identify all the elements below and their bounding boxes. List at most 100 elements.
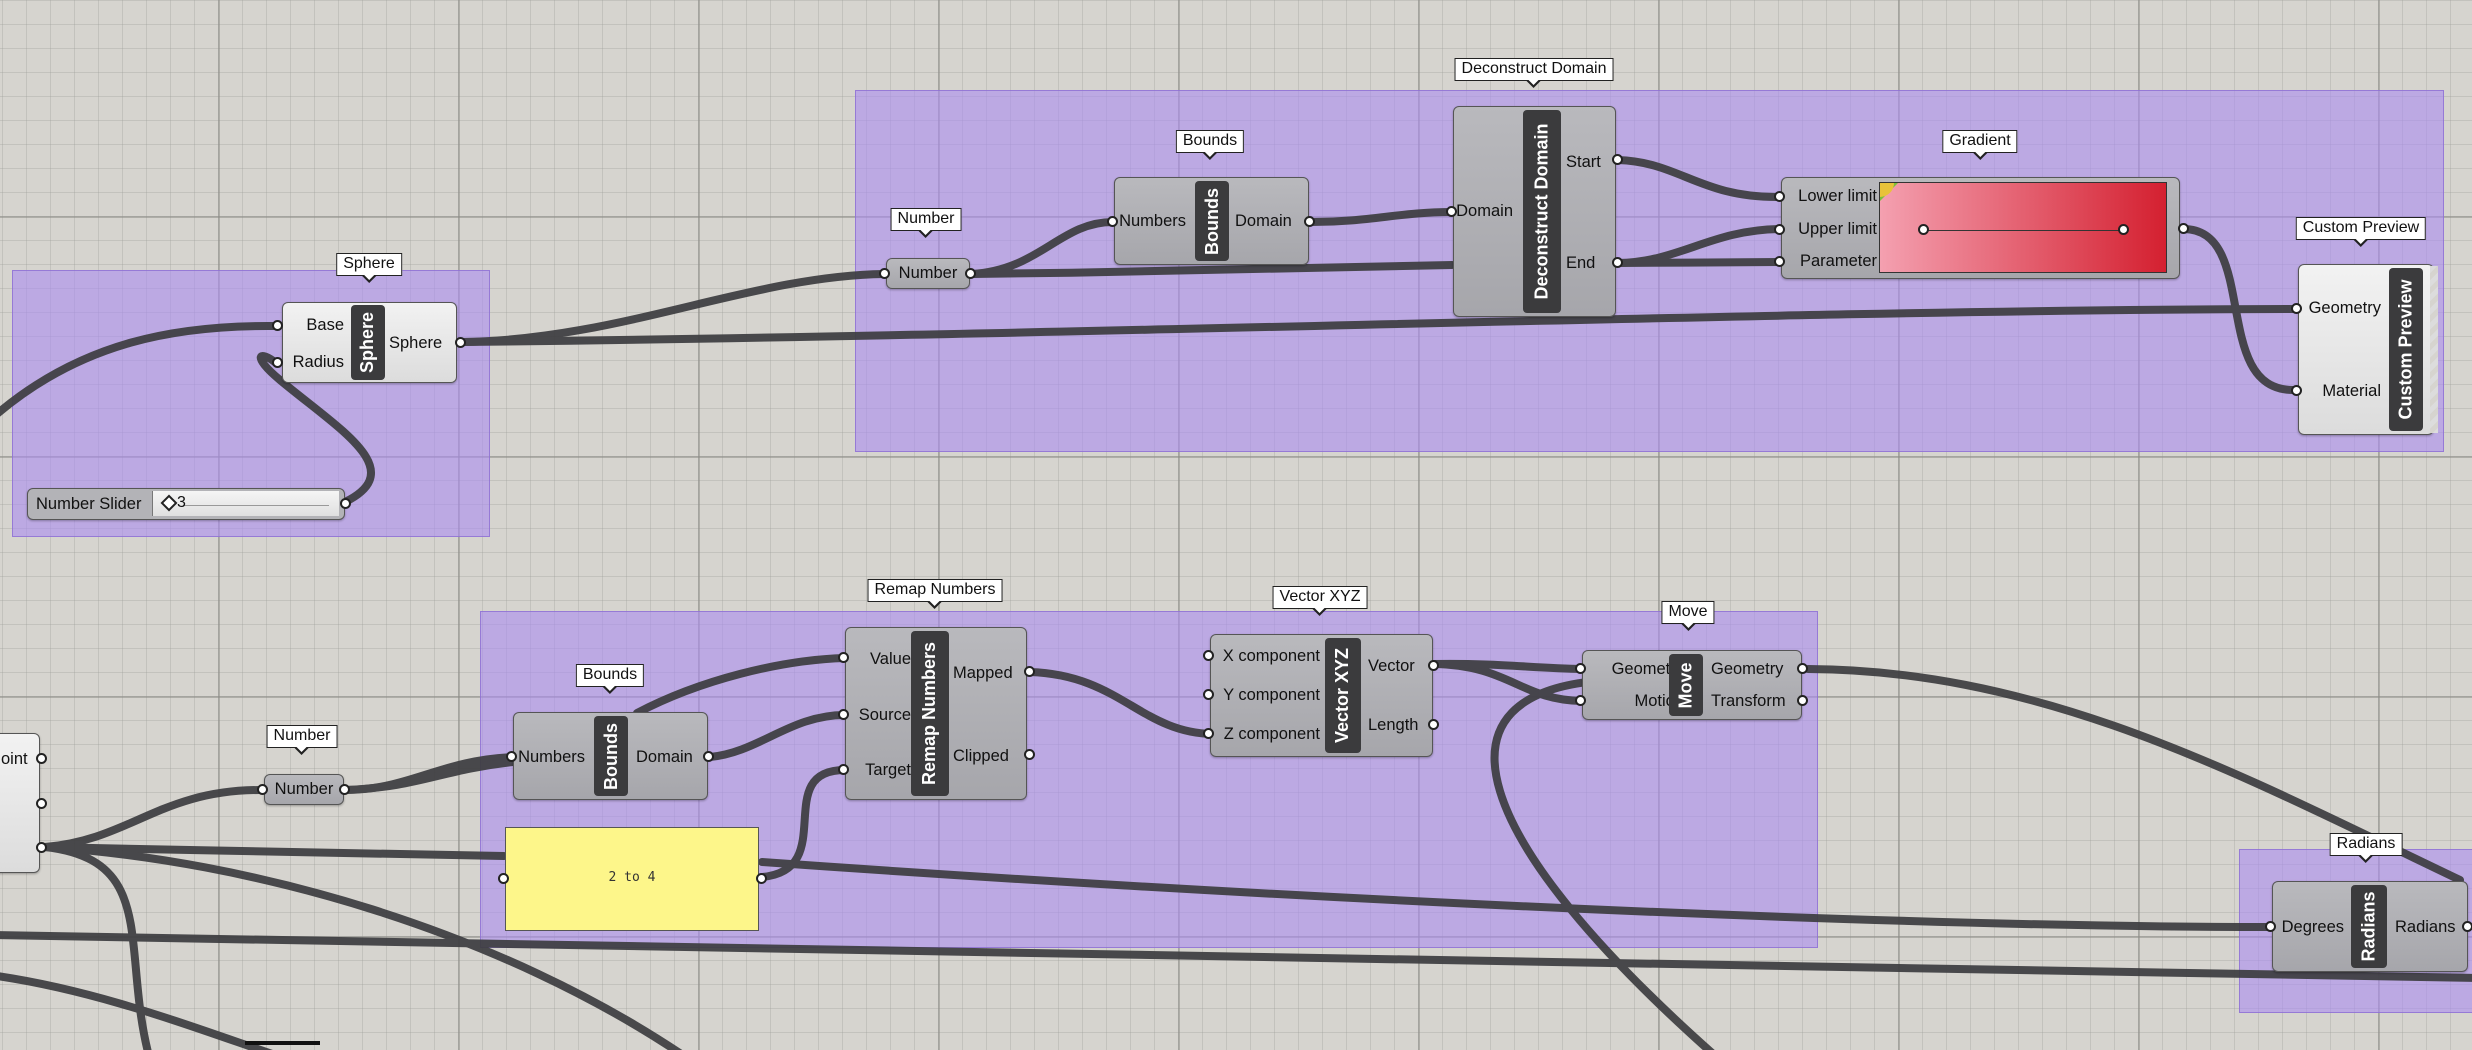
bounds-top-out-grip[interactable] (1304, 216, 1315, 227)
wire-mapped-z (1026, 668, 1216, 738)
move-component[interactable]: Geometry Motion Move Geometry Transform (1582, 650, 1802, 720)
bounds-top-in-grip[interactable] (1107, 216, 1118, 227)
panel-in-grip[interactable] (498, 873, 509, 884)
preview-material-grip[interactable] (2291, 385, 2302, 396)
vector-length-grip[interactable] (1428, 719, 1439, 730)
remap-input-source[interactable]: Source (858, 706, 911, 724)
gradient-lower-grip[interactable] (1774, 191, 1785, 202)
number-top-out-grip[interactable] (965, 268, 976, 279)
remap-value-grip[interactable] (838, 652, 849, 663)
sphere-output[interactable]: Sphere (389, 334, 443, 352)
point-component-partial[interactable]: oint (0, 733, 40, 873)
radians-out-grip[interactable] (2462, 921, 2472, 932)
move-output-geometry[interactable]: Geometry (1711, 660, 1784, 678)
gradient-input-param[interactable]: Parameter (1799, 252, 1877, 270)
panel-component[interactable]: 2 to 4 (505, 827, 759, 931)
wire-number-bounds2b (341, 758, 517, 794)
radians-component[interactable]: Degrees Radians Radians (2272, 881, 2468, 972)
bounds-bottom-in-grip[interactable] (506, 751, 517, 762)
gradient-stop-right[interactable] (2118, 224, 2129, 235)
sphere-input-radius[interactable]: Radius (292, 353, 344, 371)
preview-input-material[interactable]: Material (2322, 382, 2381, 400)
vector-input-x[interactable]: X component (1222, 647, 1320, 665)
panel-text[interactable]: 2 to 4 (608, 870, 656, 885)
gradient-out-grip[interactable] (2178, 223, 2189, 234)
decon-in-grip[interactable] (1446, 206, 1457, 217)
custom-preview-component[interactable]: Geometry Material Custom Preview (2298, 264, 2434, 435)
slider-value: 3 (177, 494, 186, 511)
bounds-bottom-out-grip[interactable] (703, 751, 714, 762)
slider-out-grip[interactable] (340, 498, 351, 509)
sphere-radius-grip[interactable] (272, 357, 283, 368)
vector-output-length[interactable]: Length (1368, 716, 1419, 734)
point-grip-2[interactable] (36, 798, 47, 809)
remap-input-target[interactable]: Target (865, 761, 911, 779)
slider-track[interactable]: 3 (152, 491, 339, 516)
point-grip-3[interactable] (36, 842, 47, 853)
bounds-bottom-output[interactable]: Domain (636, 748, 693, 766)
bounds-top-output[interactable]: Domain (1235, 212, 1292, 230)
radians-output[interactable]: Radians (2395, 918, 2456, 936)
number-slider[interactable]: Number Slider 3 (27, 488, 345, 520)
number-param-bottom[interactable]: Number (264, 774, 344, 805)
gradient-input-upper[interactable]: Upper limit (1798, 220, 1877, 238)
point-grip-1[interactable] (36, 753, 47, 764)
vector-input-y[interactable]: Y component (1223, 686, 1320, 704)
sphere-input-base[interactable]: Base (306, 316, 344, 334)
deconstruct-output-end[interactable]: End (1566, 254, 1596, 272)
remap-numbers-component[interactable]: Value Source Target Remap Numbers Mapped… (845, 627, 1027, 800)
bounds-component-bottom[interactable]: Numbers Bounds Domain (513, 712, 708, 800)
vector-z-grip[interactable] (1203, 728, 1214, 739)
number-top-in-grip[interactable] (879, 268, 890, 279)
deconstruct-output-start[interactable]: Start (1566, 153, 1601, 171)
move-out-transform-grip[interactable] (1797, 695, 1808, 706)
vector-x-grip[interactable] (1203, 650, 1214, 661)
vector-xyz-component[interactable]: X component Y component Z component Vect… (1210, 634, 1433, 757)
wire-sphere-number (458, 270, 888, 346)
vector-input-z[interactable]: Z component (1223, 725, 1320, 743)
remap-input-value[interactable]: Value (870, 650, 911, 668)
radians-input[interactable]: Degrees (2281, 918, 2344, 936)
vector-y-grip[interactable] (1203, 689, 1214, 700)
remap-source-grip[interactable] (838, 709, 849, 720)
decon-start-grip[interactable] (1612, 154, 1623, 165)
remap-mapped-grip[interactable] (1024, 666, 1035, 677)
gradient-component[interactable]: Lower limit Upper limit Parameter (1781, 177, 2180, 279)
gradient-upper-grip[interactable] (1774, 224, 1785, 235)
panel-out-grip[interactable] (756, 873, 767, 884)
gradient-input-lower[interactable]: Lower limit (1798, 187, 1877, 205)
gradient-stop-left[interactable] (1918, 224, 1929, 235)
radians-in-grip[interactable] (2265, 921, 2276, 932)
move-geometry-grip[interactable] (1575, 663, 1586, 674)
gradient-param-grip[interactable] (1774, 256, 1785, 267)
move-motion-grip[interactable] (1575, 695, 1586, 706)
sphere-base-grip[interactable] (272, 320, 283, 331)
number-bottom-in-grip[interactable] (257, 784, 268, 795)
number-bottom-out-grip[interactable] (339, 784, 350, 795)
sphere-out-grip[interactable] (455, 337, 466, 348)
remap-clipped-grip[interactable] (1024, 749, 1035, 760)
slider-handle-icon[interactable] (160, 494, 178, 512)
bounds-component-top[interactable]: Numbers Bounds Domain (1114, 177, 1309, 265)
vector-out-grip[interactable] (1428, 660, 1439, 671)
bounds-bottom-input[interactable]: Numbers (518, 748, 585, 766)
wire-gradient-material (2180, 225, 2297, 394)
bounds-top-input[interactable]: Numbers (1119, 212, 1186, 230)
remap-target-grip[interactable] (838, 764, 849, 775)
decon-end-grip[interactable] (1612, 257, 1623, 268)
vector-output-vector[interactable]: Vector (1368, 657, 1415, 675)
preview-geometry-grip[interactable] (2291, 303, 2302, 314)
sphere-component[interactable]: Base Radius Sphere Sphere (282, 302, 457, 383)
remap-output-clipped[interactable]: Clipped (953, 747, 1009, 765)
number-param-top[interactable]: Number (886, 258, 970, 289)
remap-output-mapped[interactable]: Mapped (953, 664, 1013, 682)
deconstruct-input-domain[interactable]: Domain (1456, 202, 1513, 220)
gradient-swatch[interactable] (1879, 182, 2167, 273)
move-output-transform[interactable]: Transform (1711, 692, 1786, 710)
move-out-geometry-grip[interactable] (1797, 663, 1808, 674)
deconstruct-domain-component[interactable]: Domain Deconstruct Domain Start End (1453, 106, 1616, 317)
move-input-geometry[interactable]: Geometry (1611, 660, 1684, 678)
tag-sphere: Sphere (336, 253, 402, 276)
preview-input-geometry[interactable]: Geometry (2308, 299, 2381, 317)
